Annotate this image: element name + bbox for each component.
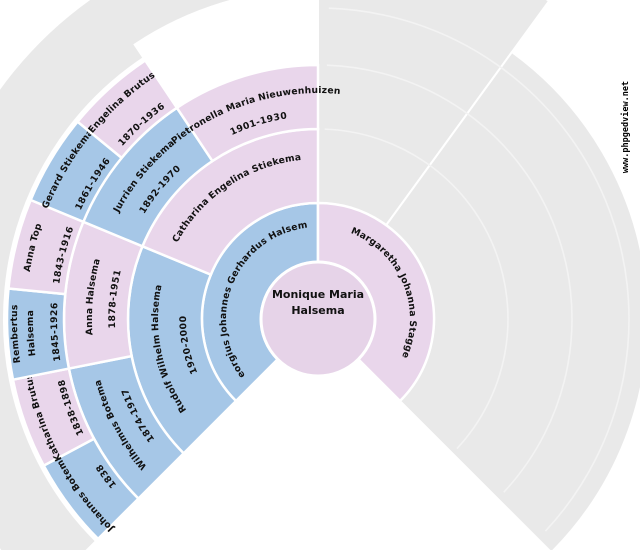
center-person-circle[interactable] (259, 260, 377, 378)
person-sector-pietronella-maria-nieuwenhuizen[interactable] (175, 63, 320, 163)
person-sector-engelina-brutus[interactable] (75, 58, 179, 160)
center-person-label[interactable]: Monique Maria Halsema (248, 287, 388, 319)
empty-ring-separator-arc (328, 7, 630, 532)
person-name-arc: Halsema (25, 310, 38, 357)
center-person-name-line2: Halsema (291, 304, 345, 317)
empty-ring-separator-arc (324, 128, 509, 450)
empty-ancestors-father-outer (0, 0, 238, 550)
phpgedview-watermark: www.phpgedview.net (621, 80, 631, 174)
person-dates-arc: 1845-1926 (49, 302, 63, 362)
center-person-name-line1: Monique Maria (271, 288, 365, 301)
empty-ring-separator-arc (326, 64, 573, 493)
person-name-arc: Rembertus (9, 304, 23, 364)
